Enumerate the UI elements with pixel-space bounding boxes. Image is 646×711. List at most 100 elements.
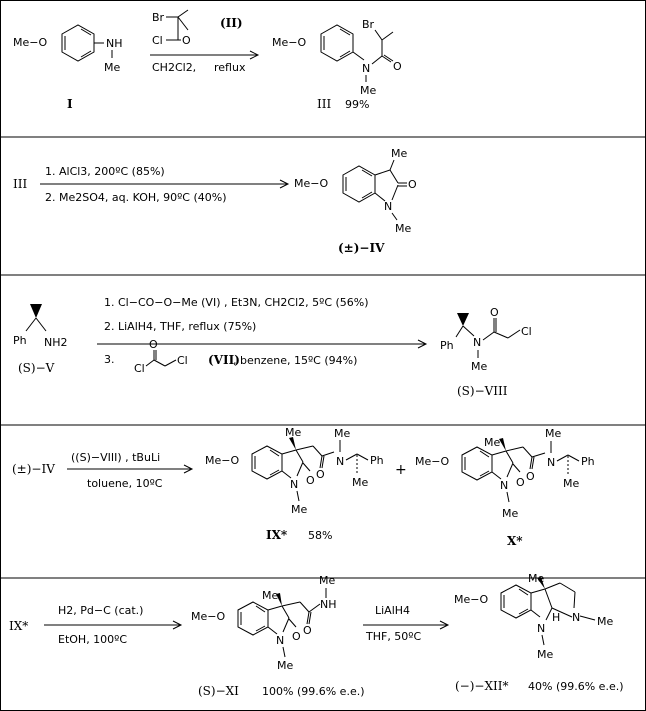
methyl-label: Me [597, 615, 613, 628]
methyl-label: Me [352, 476, 368, 489]
reaction-condition: 3. [104, 353, 115, 366]
methyl-label: Me [319, 574, 335, 587]
methoxy-label: Me−O [454, 593, 488, 606]
oxygen-label: O [303, 624, 312, 637]
phenyl-label: Ph [581, 455, 595, 468]
chlorine-label: Cl [134, 362, 145, 375]
compound-label-XI: (S)−XI [198, 684, 239, 698]
reaction-yield: 40% (99.6% e.e.) [528, 680, 624, 693]
compound-label-IV: (±)−IV [338, 241, 385, 255]
chlorine-label: Cl [152, 34, 163, 47]
wedge-bond [457, 313, 469, 326]
reaction-condition: H2, Pd−C (cat.) [58, 604, 143, 617]
methyl-label: Me [334, 427, 350, 440]
methoxy-label: Me−O [191, 610, 225, 623]
methyl-label: Me [285, 426, 301, 439]
reaction-yield: 99% [345, 98, 369, 111]
methyl-label: Me [360, 84, 376, 97]
reaction-condition: , benzene, 15ºC (94%) [233, 354, 357, 367]
methyl-label: Me [471, 360, 487, 373]
oxygen-label: O [526, 470, 535, 483]
reaction-condition: 1. AlCl3, 200ºC (85%) [45, 165, 165, 178]
compound-XI: Me−O Me O N Me O NH Me (S)−XI 100% (99.6… [191, 574, 365, 698]
oxygen-label: O [393, 60, 402, 73]
nitrogen-label: N [500, 479, 508, 492]
reaction-condition: LiAlH4 [375, 604, 410, 617]
methyl-label: Me [291, 503, 307, 516]
oxygen-label: O [292, 630, 301, 643]
compound-label-III: III [317, 97, 331, 111]
methyl-label: Me [545, 427, 561, 440]
reaction-condition: 2. Me2SO4, aq. KOH, 90ºC (40%) [45, 191, 227, 204]
hydrogen-label: H [552, 611, 560, 624]
methoxy-label: Me−O [272, 36, 306, 49]
compound-label-X: X* [507, 534, 523, 548]
benzene-ring [61, 24, 95, 62]
benzene-ring [500, 584, 532, 619]
methyl-label: Me [277, 659, 293, 672]
reagent-II: Br Cl O (II) [152, 9, 243, 47]
methyl-label: Me [484, 436, 500, 449]
methyl-label: Me [262, 589, 278, 602]
compound-label-I: I [67, 97, 73, 111]
methoxy-label: Me−O [205, 454, 239, 467]
oxygen-label: O [182, 34, 191, 47]
methyl-label: Me [391, 147, 407, 160]
compound-V: Ph NH2 (S)−V [13, 304, 68, 375]
reaction-yield: 58% [308, 529, 332, 542]
methyl-label: Me [537, 648, 553, 661]
compound-VIII: Ph N Me O Cl (S)−VIII [440, 306, 532, 398]
reaction-condition: THF, 50ºC [365, 630, 421, 643]
benzene-ring [320, 24, 354, 62]
benzene-ring [461, 446, 493, 481]
methyl-label: Me [395, 222, 411, 235]
compound-label-III: III [13, 177, 27, 191]
bromine-label: Br [152, 11, 165, 24]
nitrogen-label: N [547, 456, 555, 469]
compound-label-IX: IX* [9, 619, 28, 633]
methoxy-label: Me−O [415, 455, 449, 468]
compound-III: Me−O N Me O Br III 99% [272, 18, 402, 111]
compound-label-VIII: (S)−VIII [457, 384, 508, 398]
reaction-condition: 2. LiAlH4, THF, reflux (75%) [104, 320, 256, 333]
compound-label-IV: (±)−IV [12, 462, 55, 476]
compound-label-IX: IX* [266, 528, 288, 542]
compound-X: Me−O Me O N Me O N Me Ph Me X* [415, 427, 595, 548]
reagent-VII: Cl O Cl [134, 338, 188, 375]
oxygen-label: O [149, 338, 158, 351]
compound-I: Me−O NH Me I [13, 24, 123, 111]
methyl-label: Me [502, 507, 518, 520]
phenyl-label: Ph [370, 454, 384, 467]
chlorine-label: Cl [177, 354, 188, 367]
benzene-ring [251, 445, 283, 480]
amine-label: NH [106, 37, 123, 50]
amine-label: NH2 [44, 336, 68, 349]
benzene-ring [237, 601, 269, 636]
phenyl-label: Ph [13, 334, 27, 347]
compound-label-XII: (−)−XII* [455, 679, 509, 693]
methyl-label: Me [563, 477, 579, 490]
nitrogen-label: N [473, 336, 481, 349]
nitrogen-label: N [362, 62, 370, 75]
oxygen-label: O [408, 178, 417, 191]
reaction-condition: ((S)−VIII) , tBuLi [71, 451, 160, 464]
methoxy-label: Me−O [294, 177, 328, 190]
plus-sign: + [395, 462, 407, 478]
amine-label: NH [320, 598, 337, 611]
compound-IX: Me−O Me O N Me O N Me Ph Me IX* 58% [205, 426, 384, 542]
oxygen-label: O [316, 468, 325, 481]
compound-label-V: (S)−V [18, 361, 55, 375]
wedge-bond [30, 304, 42, 318]
nitrogen-label: N [537, 622, 545, 635]
reaction-condition: reflux [214, 61, 246, 74]
reaction-yield: 100% (99.6% e.e.) [262, 685, 365, 698]
reagent-label-VII: (VII) [208, 353, 240, 367]
reaction-condition: CH2Cl2, [152, 61, 196, 74]
compound-XII: Me−O Me N Me H N Me (−)−XII* 40% (99.6% … [454, 572, 624, 693]
compound-IV: Me−O Me O N Me (±)−IV [294, 147, 417, 255]
nitrogen-label: N [290, 478, 298, 491]
bromine-label: Br [362, 18, 375, 31]
reaction-condition: 1. Cl−CO−O−Me (VI) , Et3N, CH2Cl2, 5ºC (… [104, 296, 369, 309]
chlorine-label: Cl [521, 325, 532, 338]
